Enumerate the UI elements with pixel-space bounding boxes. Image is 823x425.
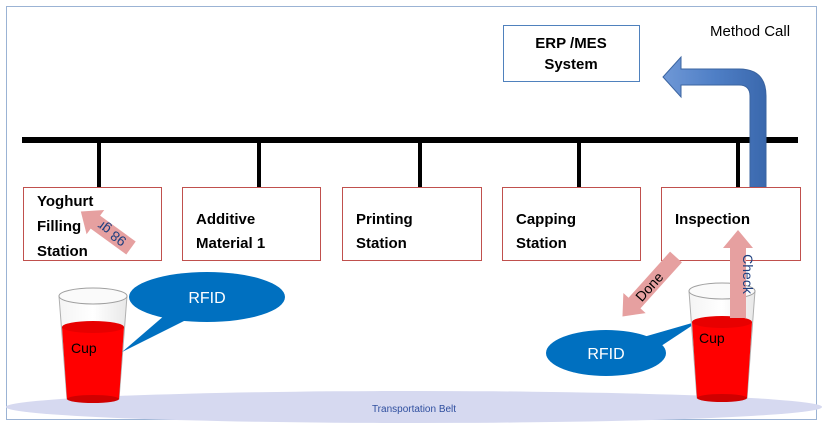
rfid-tag-left: [129, 272, 285, 322]
check-arrow: Check: [723, 230, 756, 318]
cup-label-right: Cup: [699, 330, 725, 346]
rfid-callout-tail-right: [640, 321, 699, 352]
station-label: Capping: [516, 211, 576, 228]
erp-title-line2: System: [544, 56, 597, 73]
station-box-printing: [342, 187, 482, 261]
rfid-tag-right: [546, 330, 666, 376]
belt-label: Transportation Belt: [372, 404, 456, 415]
transportation-belt: [6, 391, 822, 423]
erp-title-line1: ERP /MES: [535, 35, 606, 52]
method-call-label: Method Call: [710, 23, 790, 40]
station-label: Filling: [37, 218, 81, 235]
method-call-arrow: [662, 55, 767, 188]
rfid-label-right: RFID: [587, 346, 624, 363]
rfid-callout-tail-left: [122, 315, 190, 352]
station-label: Printing: [356, 211, 413, 228]
cup-label-left: Cup: [71, 340, 97, 356]
check-label: Check: [740, 254, 756, 295]
station-label: Station: [516, 235, 567, 252]
rfid-label-left: RFID: [188, 290, 225, 307]
station-box-additive: [182, 187, 321, 261]
cup-left: [58, 287, 128, 403]
station-box-capping: [502, 187, 641, 261]
station-label: Inspection: [675, 211, 750, 228]
station-label: Station: [37, 243, 88, 260]
station-label: Material 1: [196, 235, 265, 252]
erp-mes-box: [503, 25, 640, 82]
station-label: Station: [356, 235, 407, 252]
station-label: Additive: [196, 211, 255, 228]
station-box-yoghurt-filling: [23, 187, 162, 261]
station-label: Yoghurt: [37, 193, 93, 210]
